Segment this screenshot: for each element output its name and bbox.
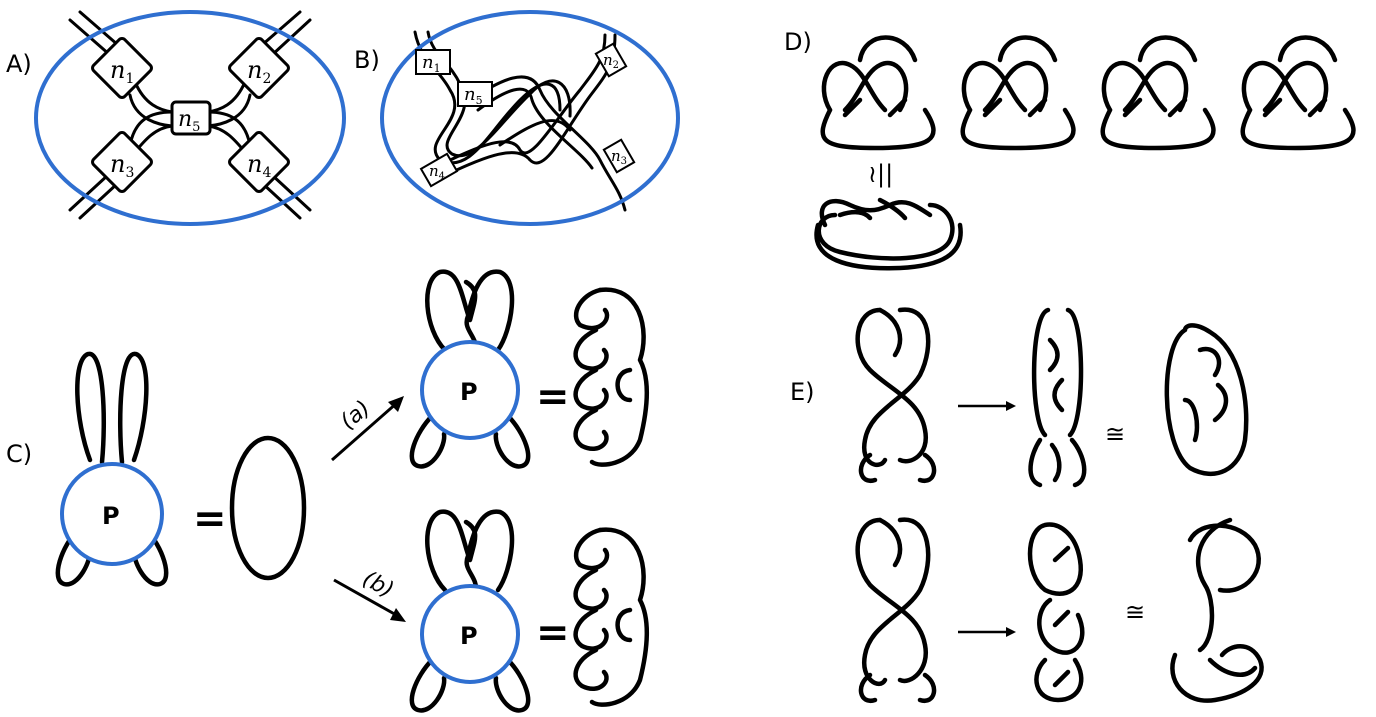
equivalence-symbol: ≀|| <box>868 160 893 188</box>
panel-c: C) P = (a) (b) <box>6 269 649 713</box>
unknot-ellipse <box>229 435 307 581</box>
b-n1-text: n <box>422 52 434 73</box>
b-n4-sub: 4 <box>439 171 445 182</box>
svg-text:n2: n2 <box>603 51 619 71</box>
equals-sign-1: = <box>193 496 227 542</box>
b-n5-text: n <box>464 84 476 105</box>
panel-a-label: A) <box>6 50 32 78</box>
svg-text:n4: n4 <box>429 162 445 182</box>
tangle-box-b-n1: n1 <box>415 49 451 75</box>
e-top-arrow <box>958 401 1016 411</box>
n1-text: n <box>110 56 125 84</box>
p-label-b: P <box>460 622 478 650</box>
svg-text:n2: n2 <box>247 56 271 87</box>
panel-d: D) ≀|| <box>784 28 1356 271</box>
tangle-p-a: P <box>409 269 531 469</box>
panel-e-label: E) <box>790 378 815 406</box>
svg-text:n3: n3 <box>110 150 134 181</box>
b-n5-sub: 5 <box>476 94 483 107</box>
tangle-box-n2: n2 <box>228 37 290 99</box>
panel-a: A) n1 n2 n3 n4 <box>6 10 346 226</box>
panel-b-boundary <box>380 10 680 226</box>
svg-text:n1: n1 <box>110 56 134 87</box>
e-bottom-congruent: ≅ <box>1125 598 1145 626</box>
arrow-a: (a) <box>331 396 404 462</box>
b-n2-text: n <box>603 51 613 69</box>
n5-text: n <box>178 107 192 132</box>
tangle-box-n4: n4 <box>228 131 290 193</box>
pretzel-knot-2 <box>960 35 1076 151</box>
svg-text:n4: n4 <box>247 150 271 181</box>
tangle-p-circle <box>60 462 164 566</box>
b-n1-sub: 1 <box>434 62 441 75</box>
panel-c-label: C) <box>6 440 32 468</box>
e-bottom-arrow <box>958 627 1016 637</box>
n5-sub: 5 <box>192 120 200 135</box>
b-n3-sub: 3 <box>621 156 627 167</box>
tangle-p-base: P <box>55 351 169 587</box>
panel-b: B) n1 n5 n2 n3 n4 <box>354 10 680 226</box>
p-label: P <box>102 502 120 530</box>
tangle-p-a-circle <box>420 340 520 440</box>
n2-text: n <box>247 56 262 84</box>
knot-result-a <box>573 287 649 467</box>
e-bottom-knot-2 <box>1027 522 1085 703</box>
tangle-box-n5: n5 <box>170 100 212 136</box>
svg-text:n5: n5 <box>464 84 483 107</box>
tangle-p-b-circle <box>420 584 520 684</box>
tangle-box-n3: n3 <box>91 131 153 193</box>
n1-sub: 1 <box>125 71 134 87</box>
b-n3-text: n <box>611 147 621 165</box>
knot-result-b <box>573 527 649 707</box>
p-label-a: P <box>460 378 478 406</box>
e-top-congruent: ≅ <box>1105 420 1125 448</box>
svg-text:n5: n5 <box>178 107 200 135</box>
n2-sub: 2 <box>262 71 271 87</box>
b-n4-text: n <box>429 162 439 180</box>
e-bottom-knot-3 <box>1170 517 1264 703</box>
svg-text:n3: n3 <box>611 147 627 167</box>
tangle-p-b: P <box>409 509 531 713</box>
pretzel-knot-3 <box>1100 35 1216 151</box>
svg-text:n1: n1 <box>422 52 441 75</box>
e-top-knot-1 <box>855 307 937 483</box>
n4-text: n <box>247 150 262 178</box>
panel-e: E) ≅ <box>790 307 1264 703</box>
n3-text: n <box>110 150 125 178</box>
panel-a-boundary <box>34 10 346 226</box>
equals-sign-3: = <box>536 610 570 656</box>
tangle-box-b-n4: n4 <box>419 152 459 188</box>
tangle-box-b-n3: n3 <box>602 138 636 174</box>
twist-knot-d <box>814 197 963 271</box>
panel-b-label: B) <box>354 46 380 74</box>
arrow-b: (b) <box>333 567 406 622</box>
e-top-knot-3 <box>1164 323 1249 477</box>
pretzel-knot-4 <box>1240 35 1356 151</box>
n4-sub: 4 <box>262 165 271 181</box>
equals-sign-2: = <box>536 374 570 420</box>
panel-d-label: D) <box>784 28 812 56</box>
pretzel-knot-1 <box>820 35 936 151</box>
b-n2-sub: 2 <box>613 60 619 71</box>
n3-sub: 3 <box>125 165 134 181</box>
e-top-knot-2 <box>1028 307 1087 488</box>
tangle-box-b-n2: n2 <box>594 42 628 78</box>
e-bottom-knot-1 <box>855 517 937 703</box>
tangle-box-n1: n1 <box>91 37 153 99</box>
tangle-box-b-n5: n5 <box>457 81 493 107</box>
